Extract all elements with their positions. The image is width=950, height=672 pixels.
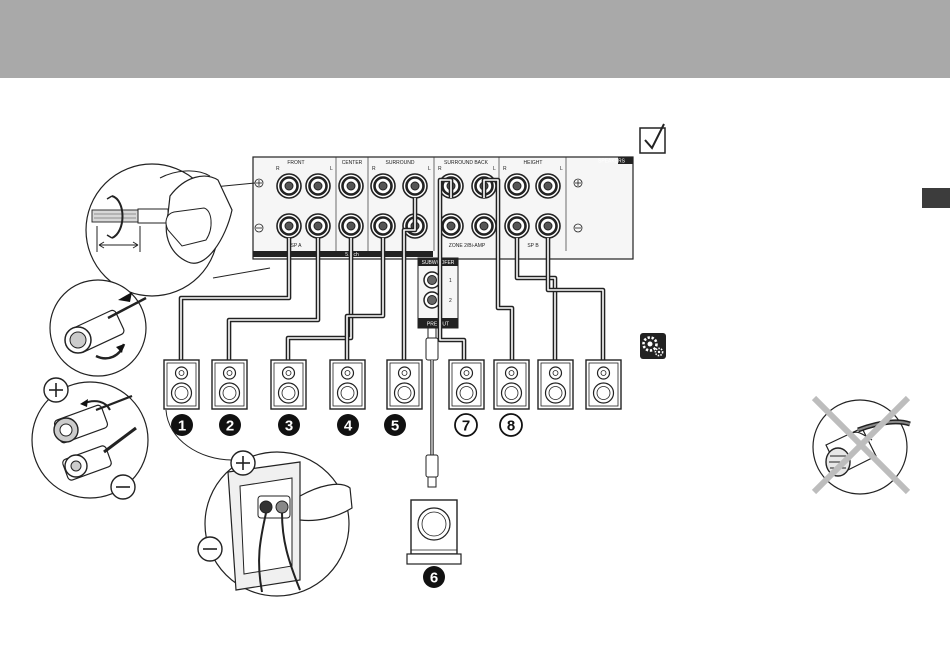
binding-post (472, 214, 496, 238)
plus-icon (574, 179, 582, 187)
channel-r: R (503, 166, 507, 172)
binding-post (536, 214, 560, 238)
binding-post (339, 174, 363, 198)
binding-post (306, 214, 330, 238)
channel-l: L (560, 166, 563, 172)
gear-icon (640, 333, 666, 359)
binding-post (403, 174, 427, 198)
speaker-number-7: 7 (462, 418, 470, 435)
speaker (164, 360, 199, 409)
speaker-number-2: 2 (226, 418, 234, 435)
channel-r: R (438, 166, 442, 172)
minus-icon (111, 475, 135, 499)
group-label-surround-back: SURROUND BACK (444, 160, 489, 166)
group-label-height: HEIGHT (524, 160, 543, 166)
incorrect-connection-illustration (813, 398, 910, 494)
group-label-surround: SURROUND (386, 160, 415, 166)
binding-post (505, 174, 529, 198)
group-label-front: FRONT (287, 160, 304, 166)
binding-post (505, 214, 529, 238)
sp-a-label: SP A (290, 243, 302, 249)
binding-post (277, 174, 301, 198)
binding-post (306, 174, 330, 198)
channel-r: R (276, 166, 280, 172)
minus-icon (198, 537, 222, 561)
speaker (494, 360, 529, 409)
binding-post (371, 214, 395, 238)
wire-strip-illustration (86, 164, 270, 296)
plus-icon (255, 179, 263, 187)
channel-l: L (428, 166, 431, 172)
speaker-badge: 3 (278, 414, 300, 436)
speaker-number-1: 1 (178, 418, 186, 435)
speaker-row (164, 360, 621, 409)
speaker (330, 360, 365, 409)
speaker (449, 360, 484, 409)
subwoofer: 6 (407, 500, 461, 588)
zone-label: ZONE 2/Bi-AMP (449, 243, 486, 249)
speaker-badge: 5 (384, 414, 406, 436)
speaker-number-3: 3 (285, 418, 293, 435)
speaker-number-5: 5 (391, 418, 399, 435)
checkmark-icon (640, 124, 665, 153)
plus-icon (44, 378, 68, 402)
plus-icon (231, 451, 255, 475)
binding-post (439, 214, 463, 238)
speaker-number-4: 4 (344, 418, 353, 435)
speaker (212, 360, 247, 409)
speaker-badge: 7 (455, 414, 477, 436)
speaker (387, 360, 422, 409)
binding-post (536, 174, 560, 198)
binding-post (371, 174, 395, 198)
sub-out-1: 1 (449, 278, 452, 284)
speakers-label: SPEAKERS (598, 159, 626, 165)
speaker (271, 360, 306, 409)
speaker (586, 360, 621, 409)
speaker-badge: 4 (337, 414, 359, 436)
speaker-number-6: 6 (430, 570, 438, 587)
channel-l: L (330, 166, 333, 172)
sub-out-2: 2 (449, 298, 452, 304)
binding-post (277, 214, 301, 238)
rear-panel: FRONT CENTER SURROUND SURROUND BACK HEIG… (253, 157, 633, 259)
channel-l: L (493, 166, 496, 172)
speaker-badge: 2 (219, 414, 241, 436)
terminal-twist-illustration (50, 280, 146, 376)
group-label-center: CENTER (342, 160, 363, 166)
binding-post (339, 214, 363, 238)
channel-r: R (372, 166, 376, 172)
speaker (538, 360, 573, 409)
speaker-badge: 8 (500, 414, 522, 436)
subwoofer-cable (426, 328, 438, 487)
speaker-number-badges: 1 2 3 4 5 7 8 (171, 414, 522, 436)
speaker-back-terminal-illustration (166, 410, 352, 596)
speaker-number-8: 8 (507, 418, 515, 435)
sp-b-label: SP B (527, 243, 539, 249)
